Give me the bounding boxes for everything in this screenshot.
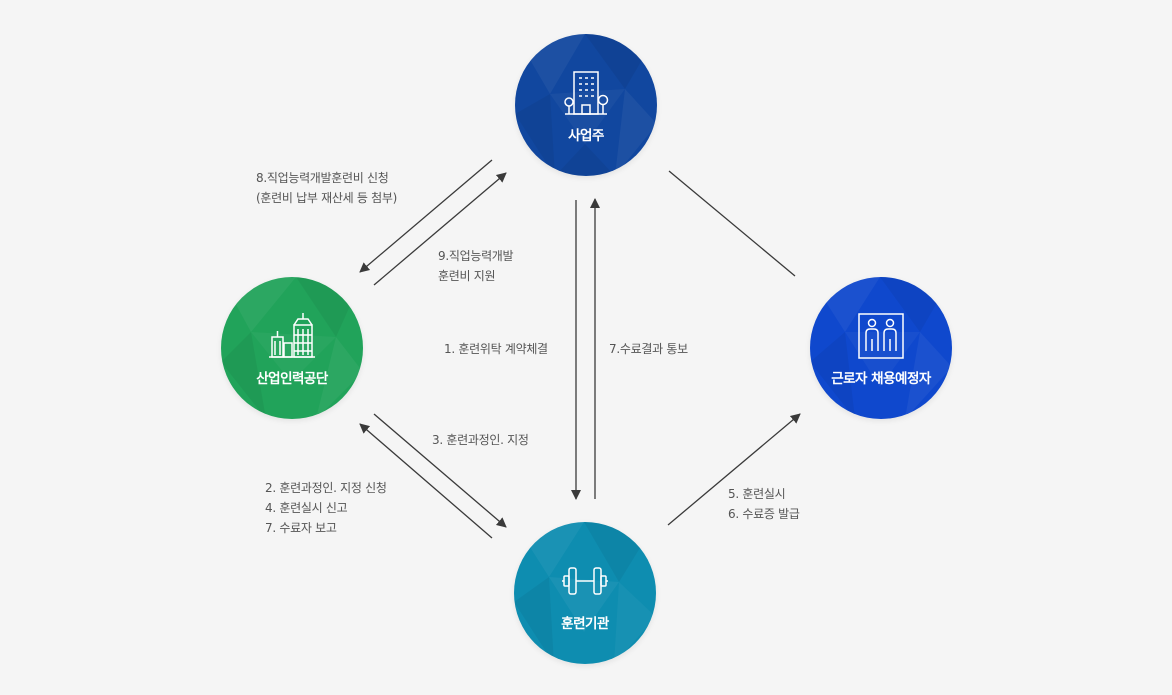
- arrow-training-to-worker: [667, 413, 801, 526]
- node-training-institution-label: 훈련기관: [561, 616, 609, 632]
- edge-label-5-6: 5. 훈련실시 6. 수료증 발급: [728, 484, 800, 524]
- two-people-icon: [858, 313, 904, 359]
- edge-label-line: 1. 훈련위탁 계약체결: [444, 342, 548, 356]
- edge-label-line: 4. 훈련실시 신고: [265, 501, 348, 515]
- node-employer-label: 사업주: [568, 128, 604, 144]
- node-texture: [515, 34, 657, 176]
- arrow-training-to-hrd: [359, 423, 493, 539]
- edge-label-line: 7.수료결과 통보: [609, 342, 688, 356]
- edge-label-2-4-7: 2. 훈련과정인. 지정 신청 4. 훈련실시 신고 7. 수료자 보고: [265, 478, 387, 538]
- city-buildings-icon: [269, 313, 315, 358]
- office-building-icon: [564, 71, 609, 115]
- edge-label-line: (훈련비 납부 재산세 등 첨부): [256, 191, 397, 205]
- edge-label-9: 9.직업능력개발 훈련비 지원: [438, 246, 514, 286]
- edge-label-line: 3. 훈련과정인. 지정: [432, 433, 529, 447]
- node-worker-label: 근로자 채용예정자: [831, 371, 931, 387]
- edge-label-1: 1. 훈련위탁 계약체결: [444, 339, 548, 359]
- line-employer-worker: [668, 170, 796, 277]
- node-worker: 근로자 채용예정자: [810, 277, 952, 419]
- edge-label-line: 훈련비 지원: [438, 269, 496, 283]
- edge-label-line: 9.직업능력개발: [438, 249, 514, 263]
- node-training-institution: 훈련기관: [514, 522, 656, 664]
- arrow-employer-to-hrd: [359, 159, 493, 273]
- edge-label-line: 5. 훈련실시: [728, 487, 786, 501]
- edge-label-line: 6. 수료증 발급: [728, 507, 800, 521]
- edge-label-line: 8.직업능력개발훈련비 신청: [256, 171, 389, 185]
- edge-label-8: 8.직업능력개발훈련비 신청 (훈련비 납부 재산세 등 첨부): [256, 168, 397, 208]
- arrow-hrd-to-training: [373, 413, 507, 528]
- node-employer: 사업주: [515, 34, 657, 176]
- edge-label-line: 2. 훈련과정인. 지정 신청: [265, 481, 387, 495]
- node-hrd-service: 산업인력공단: [221, 277, 363, 419]
- dumbbell-icon: [562, 567, 608, 595]
- edge-label-line: 7. 수료자 보고: [265, 521, 337, 535]
- node-texture: [810, 277, 952, 419]
- arrow-hrd-to-employer: [373, 172, 507, 286]
- edge-label-7: 7.수료결과 통보: [609, 339, 688, 359]
- node-hrd-service-label: 산업인력공단: [256, 371, 328, 387]
- edge-label-3: 3. 훈련과정인. 지정: [432, 430, 529, 450]
